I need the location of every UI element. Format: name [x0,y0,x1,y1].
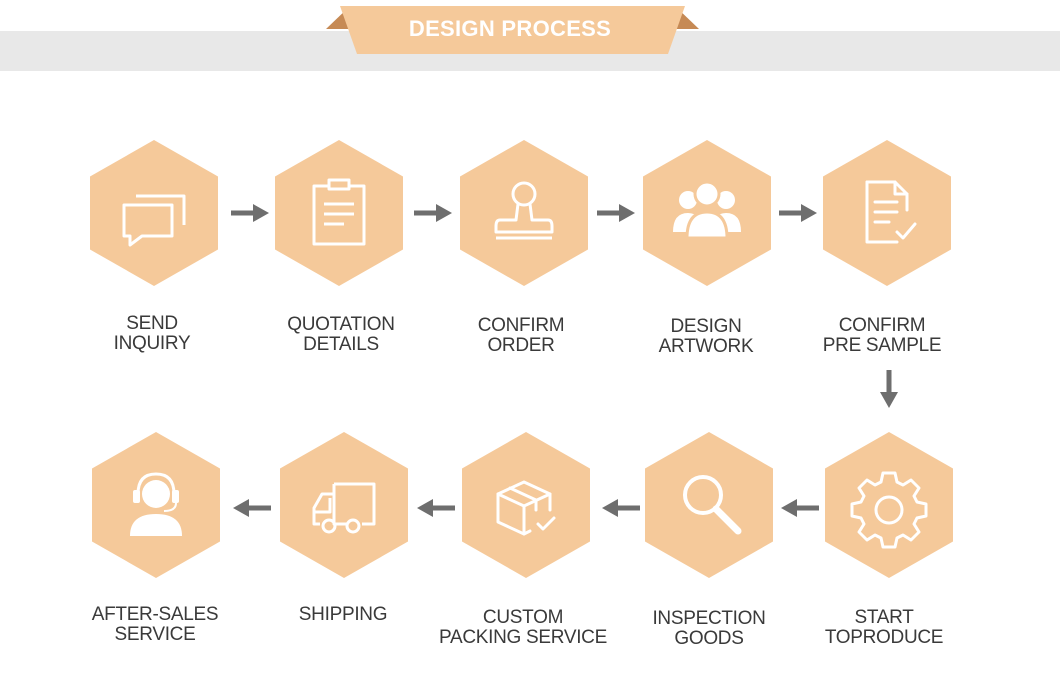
step-label: DESIGN ARTWORK [611,317,801,357]
team-icon [673,180,741,240]
arrow-left-icon [781,499,819,517]
step-label-line1: SEND [126,313,178,334]
step-label-line1: QUOTATION [287,314,395,335]
arrow-left-icon [602,499,640,517]
step-label-line1: SHIPPING [298,604,388,625]
headset-agent-icon [130,472,182,536]
step-label-line1: CONFIRM [477,315,565,336]
step-label: CUSTOM PACKING SERVICE [428,608,618,648]
truck-icon [312,482,376,534]
step-label-line1: START [854,607,914,628]
step-shipping [280,432,408,578]
step-label-line2: GOODS [674,628,744,649]
step-label-line1: CUSTOM [482,607,564,628]
arrow-right-icon [414,204,452,222]
page-title: DESIGN PROCESS [408,16,612,41]
step-label: CONFIRM ORDER [426,316,616,356]
arrow-right-icon [597,204,635,222]
step-label-line1: DESIGN [670,316,742,337]
step-label: SEND INQUIRY [57,314,247,354]
step-label-line1: AFTER-SALES [91,604,219,625]
step-after-sales-service [92,432,220,578]
step-label-line2: PRE SAMPLE [822,335,942,356]
document-check-icon [865,180,917,244]
arrow-right-icon [231,204,269,222]
step-label: INSPECTION GOODS [614,609,804,649]
step-label-line2: TOPRODUCE [824,627,944,648]
stamp-icon [494,181,554,240]
step-design-artwork [643,140,771,286]
header-banner [326,6,699,54]
magnifier-icon [683,475,742,535]
step-label-line1: INSPECTION [652,608,766,629]
arrow-left-icon [233,499,271,517]
step-label: QUOTATION DETAILS [246,315,436,355]
step-label: SHIPPING [248,605,438,625]
step-label-line2: SERVICE [114,624,196,645]
chat-bubbles-icon [122,194,186,247]
arrow-down-icon [880,370,898,408]
step-label-line2: DETAILS [303,334,379,355]
step-inspection-goods [645,432,773,578]
step-label-line2: INQUIRY [113,333,191,354]
step-label-line2: PACKING SERVICE [439,627,607,648]
step-confirm-order [460,140,588,286]
arrow-right-icon [779,204,817,222]
step-label-line2: ORDER [487,335,555,356]
step-confirm-pre-sample [823,140,951,286]
step-label-line2: ARTWORK [658,336,754,357]
step-quotation-details [275,140,403,286]
arrow-left-icon [417,499,455,517]
step-send-inquiry [90,140,218,286]
step-start-to-produce [825,432,953,578]
clipboard-icon [312,178,366,246]
step-label: START TOPRODUCE [789,608,979,648]
package-icon [496,480,556,536]
gear-icon [850,471,928,549]
step-label-line1: CONFIRM [838,315,926,336]
step-custom-packing-service [462,432,590,578]
step-label: CONFIRM PRE SAMPLE [787,316,977,356]
step-label: AFTER-SALES SERVICE [60,605,250,645]
